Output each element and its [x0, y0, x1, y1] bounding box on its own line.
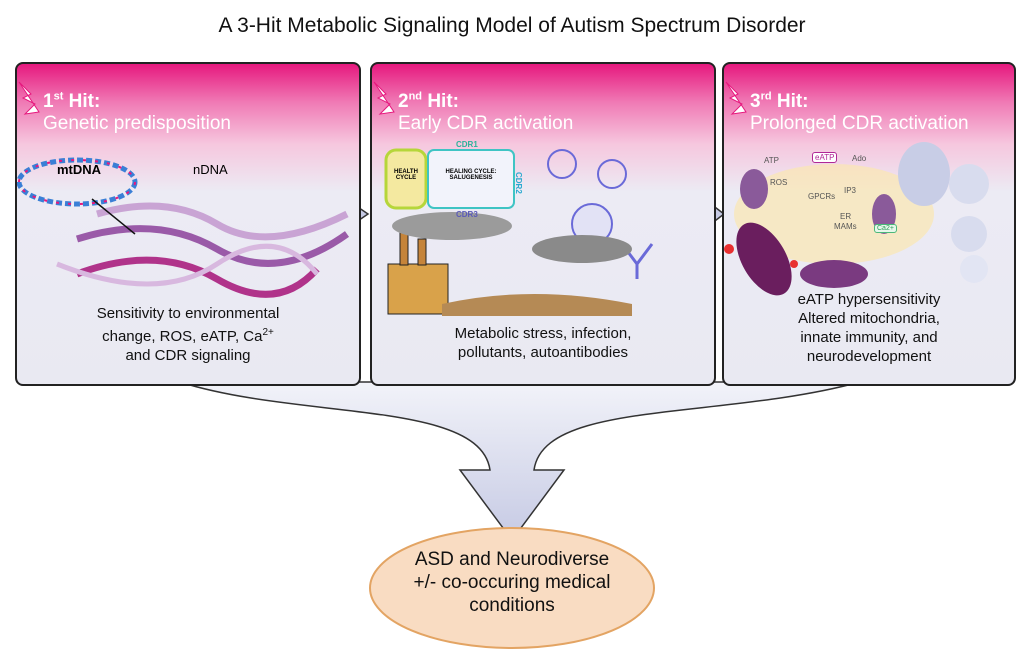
hit-word: Hit: [68, 91, 101, 113]
hit-number: 1 [43, 91, 54, 113]
hit-suffix: st [53, 91, 64, 103]
cdr-illustration [373, 81, 654, 316]
dna-illustration [17, 81, 350, 298]
label-cdr2: CDR2 [514, 172, 523, 194]
outcome-text: ASD and Neurodiverse+/- co-occuring medi… [413, 549, 611, 616]
burst-icon [373, 81, 395, 115]
label-eatp: eATP [812, 152, 838, 163]
hit-heading: 1st Hit: Genetic predisposition [43, 86, 231, 135]
burst-icon [725, 81, 747, 115]
label-calcium: Ca2+ [874, 224, 897, 233]
cell-signaling-illustration [724, 81, 989, 296]
label-er: ER [840, 212, 852, 221]
diagram-title: A 3-Hit Metabolic Signaling Model of Aut… [218, 14, 806, 37]
hit-number: 3 [750, 91, 761, 113]
hit-word: Hit: [427, 91, 459, 113]
hit-subtitle: Early CDR activation [398, 113, 574, 135]
label-health-cycle: HEALTH CYCLE [394, 169, 418, 181]
burst-icon [18, 81, 40, 115]
label-healing-cycle: HEALING CYCLE: SALUGENESIS [445, 169, 497, 181]
hit-suffix: nd [408, 91, 423, 103]
outcome-ellipse [369, 527, 655, 649]
hit-subtitle: Prolonged CDR activation [750, 113, 969, 135]
label-cdr3: CDR3 [456, 210, 478, 219]
label-gpcrs: GPCRs [808, 192, 836, 201]
label-ros: ROS [770, 178, 788, 187]
label-mtdna: mtDNA [57, 162, 102, 177]
label-ip3: IP3 [844, 186, 857, 195]
hit-subtitle: Genetic predisposition [43, 113, 231, 135]
hit-word: Hit: [776, 91, 809, 113]
panel-first-hit: 1st Hit: Genetic predisposition mtDNA nD… [15, 62, 361, 386]
hit-heading: 3rd Hit: Prolonged CDR activation [750, 86, 969, 135]
label-atp: ATP [764, 156, 779, 165]
label-cdr1: CDR1 [456, 140, 478, 149]
label-ado: Ado [852, 154, 867, 163]
hit-heading: 2nd Hit: Early CDR activation [398, 86, 573, 135]
panel-second-hit: 2nd Hit: Early CDR activation HEALTH CYC… [370, 62, 716, 386]
hit-suffix: rd [760, 91, 772, 103]
panel-caption: Metabolic stress, infection,pollutants, … [454, 325, 632, 361]
panel-third-hit: 3rd Hit: Prolonged CDR activation ATP RO… [722, 62, 1016, 386]
label-mams: MAMs [834, 222, 857, 231]
label-ndna: nDNA [193, 162, 228, 177]
hit-number: 2 [398, 91, 409, 113]
panel-caption: Sensitivity to environmental change, ROS… [96, 305, 280, 364]
